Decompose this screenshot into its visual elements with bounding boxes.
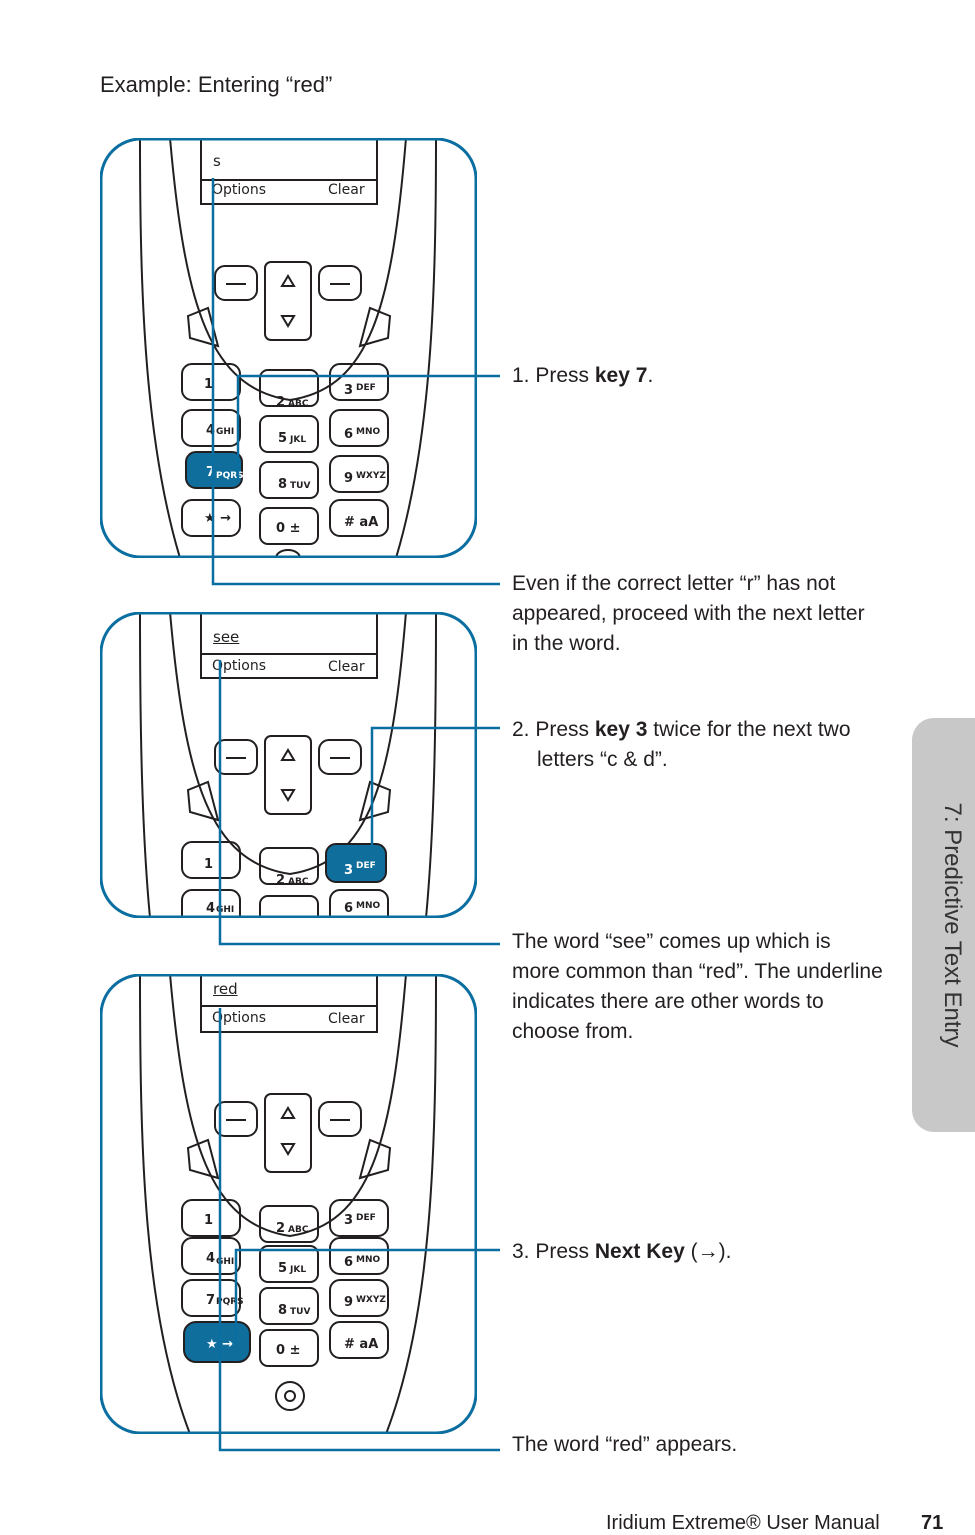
key-6: 6 [344,1255,353,1270]
page-number: 71 [921,1512,944,1534]
key-0: 0 ± [276,521,300,536]
screen-text-2: see [213,628,240,646]
step-3: 3. Press Next Key (→). [512,1237,892,1267]
key-3: 3 [344,383,353,398]
clear-softkey-1: Clear [328,182,365,198]
step-1-suffix: . [647,364,654,387]
key-2: 2 [276,873,285,888]
key-8-letters: TUV [290,1307,310,1317]
key-8: 8 [278,1303,287,1318]
key-7: 7 [206,465,215,480]
step-3-prefix: 3. Press [512,1240,595,1263]
phone-illustration-3: 1 2 ABC 3 DEF 4 GHI 5 JKL 6 MNO 7 PQRS 8… [100,974,477,1434]
key-3-letters: DEF [356,861,376,871]
key-2-letters: ABC [288,1225,309,1235]
key-3-letters: DEF [356,383,376,393]
key-3-letters: DEF [356,1213,376,1223]
key-6: 6 [344,901,353,916]
key-2-letters: ABC [288,877,309,887]
key-9: 9 [344,471,353,486]
key-8: 8 [278,477,287,492]
clear-softkey-3: Clear [328,1011,365,1027]
key-8-letters: TUV [290,481,310,491]
key-4: 4 [206,901,215,916]
key-1: 1 [204,377,213,392]
step-1: 1. Press key 7. [512,361,892,391]
step-2-prefix: 2. Press [512,718,595,741]
options-softkey-3: Options [212,1010,267,1026]
key-hash: # aA [344,1337,378,1352]
phone-panel-3: 1 2 ABC 3 DEF 4 GHI 5 JKL 6 MNO 7 PQRS 8… [100,974,477,1434]
key-4-letters: GHI [216,1257,234,1267]
phone-illustration-2: 1 2 ABC 3 DEF 4 GHI 6 MNO [100,612,477,918]
step-2: 2. Press key 3 twice for the next two le… [512,715,882,775]
step-3-suffix: (→). [684,1240,732,1263]
step-1-key: key 7 [594,364,648,387]
key-4: 4 [206,1251,215,1266]
key-5-letters: JKL [289,435,306,445]
phone-panel-2: 1 2 ABC 3 DEF 4 GHI 6 MNO see Options Cl… [100,612,477,918]
screen-text-3: red [213,980,238,998]
key-3: 3 [344,863,353,878]
key-9-letters: WXYZ [356,471,386,481]
key-3: 3 [344,1213,353,1228]
key-6-letters: MNO [356,901,380,911]
key-5: 5 [278,431,287,446]
clear-softkey-2: Clear [328,659,365,675]
options-softkey-1: Options [212,182,267,198]
key-1: 1 [204,857,213,872]
key-hash: # aA [344,515,378,530]
key-5: 5 [278,1261,287,1276]
key-5-letters: JKL [289,1265,306,1275]
key-2: 2 [276,395,285,410]
key-6-letters: MNO [356,427,380,437]
note-1: Even if the correct letter “r” has not a… [512,572,865,655]
key-2-letters: ABC [288,399,309,409]
key-0: 0 ± [276,1343,300,1358]
step-1-prefix: 1. Press [512,364,595,387]
key-7-letters: PQRS [216,1297,244,1307]
step-2-suffix: twice for the next two letters “c & d”. [537,718,851,771]
key-6: 6 [344,427,353,442]
key-6-letters: MNO [356,1255,380,1265]
key-1: 1 [204,1213,213,1228]
options-softkey-2: Options [212,658,267,674]
key-4: 4 [206,423,215,438]
note-3: The word “red” appears. [512,1433,738,1456]
key-star: ★ → [204,511,231,526]
step-2-key: key 3 [594,718,648,741]
key-2: 2 [276,1221,285,1236]
chapter-tab-label: 7: Predictive Text Entry [939,802,966,1048]
footer-title: Iridium Extreme® User Manual [606,1512,880,1534]
key-9-letters: WXYZ [356,1295,386,1305]
key-9: 9 [344,1295,353,1310]
screen-text-1: s [213,152,221,170]
key-7: 7 [206,1293,215,1308]
chapter-tab: 7: Predictive Text Entry [912,718,975,1132]
step-3-key: Next Key [594,1240,685,1263]
key-4-letters: GHI [216,905,234,915]
note-2: The word “see” comes up which is more co… [512,930,883,1043]
page-title: Example: Entering “red” [100,72,333,97]
key-7-letters: PQRS [216,471,244,481]
key-4-letters: GHI [216,427,234,437]
